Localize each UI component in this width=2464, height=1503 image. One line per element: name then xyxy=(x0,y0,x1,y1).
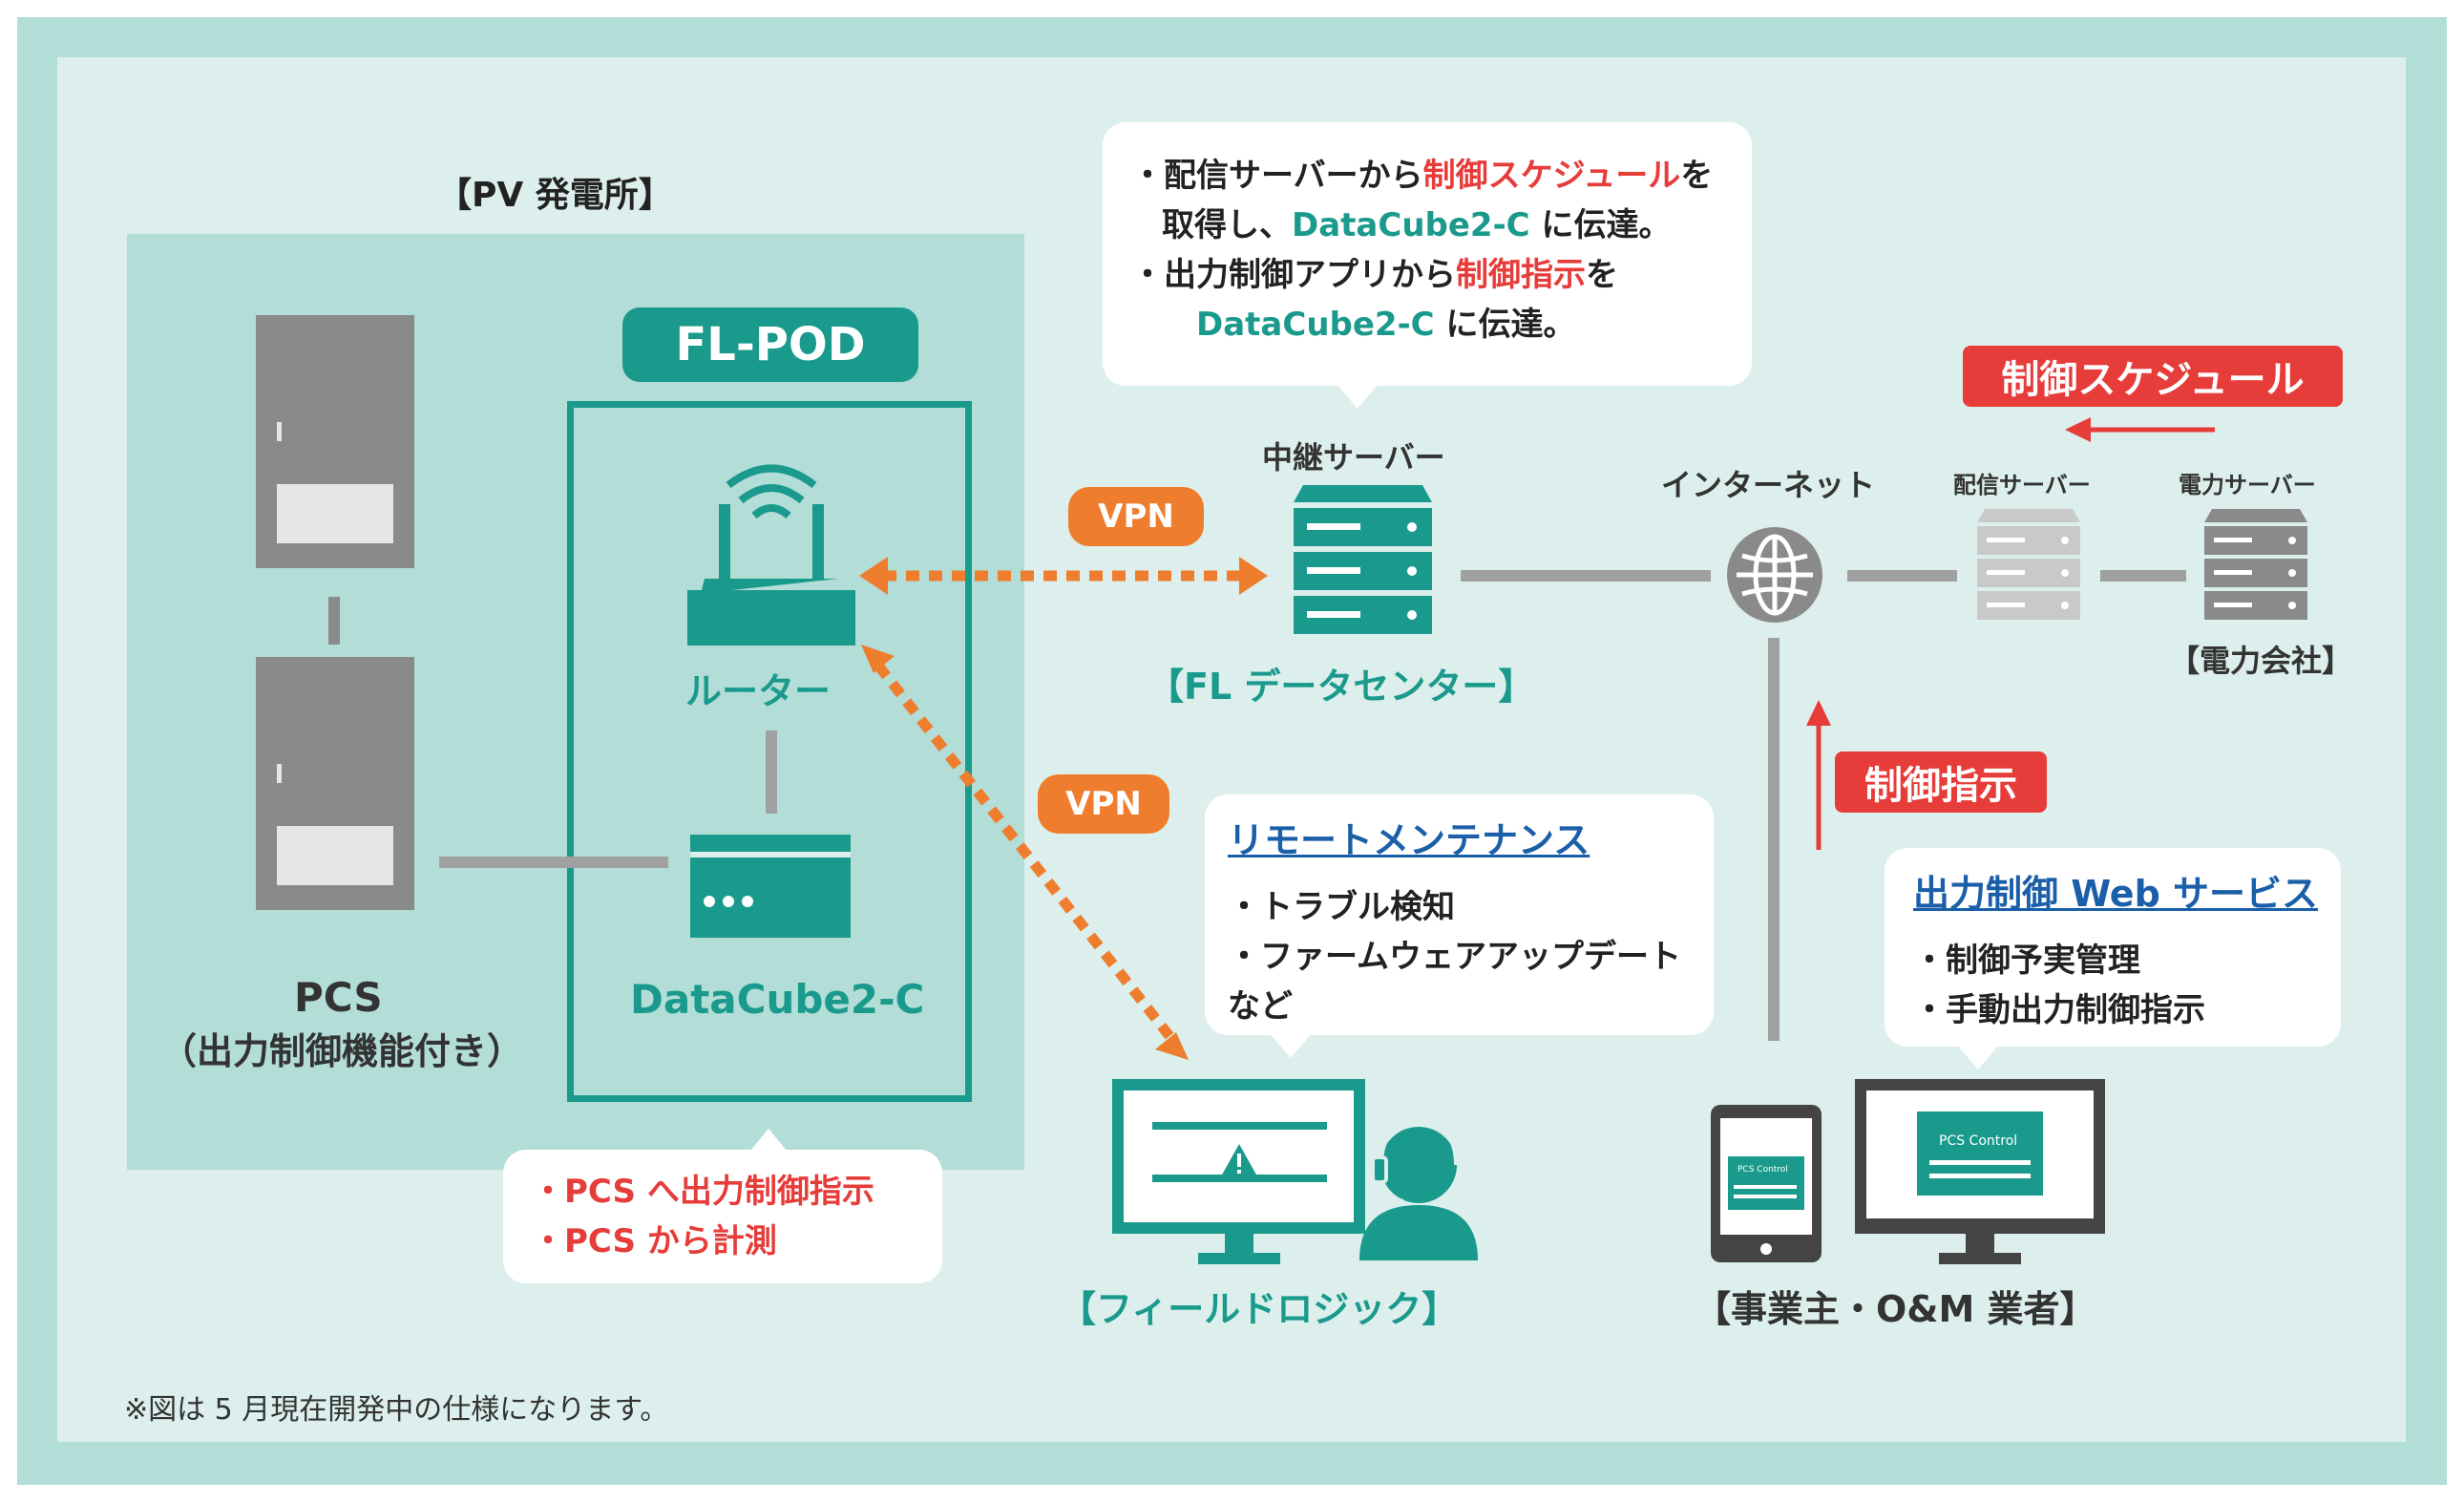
maintenance-item: など xyxy=(1228,987,1293,1026)
maintenance-bubble: リモートメンテナンス ・トラブル検知 ・ファームウェアアップデート など xyxy=(1205,794,1714,1035)
web-service-title: 出力制御 Web サービス xyxy=(1913,873,2318,915)
desktop-monitor-icon xyxy=(1855,1079,2105,1264)
router-label: ルーター xyxy=(685,670,832,712)
internet-label: インターネット xyxy=(1661,467,1876,503)
web-service-item: ・制御予実管理 xyxy=(1913,942,2140,980)
pcs-sublabel: （出力制御機能付き） xyxy=(160,1030,524,1072)
web-service-bubble: 出力制御 Web サービス ・制御予実管理 ・手動出力制御指示 xyxy=(1885,848,2341,1047)
datacube-icon xyxy=(690,835,851,938)
bubble-pointer xyxy=(749,1129,788,1152)
flpod-function-line: ・PCS へ出力制御指示 xyxy=(532,1173,874,1211)
maintenance-item: ・ファームウェアアップデート xyxy=(1228,938,1681,976)
desktop-screen-label: PCS Control xyxy=(1939,1133,2018,1149)
relay-info-line: ・配信サーバーから制御スケジュールを xyxy=(1131,157,1714,195)
delivery-server-label: 配信サーバー xyxy=(1953,472,2091,498)
datacube-label: DataCube2-C xyxy=(630,976,925,1023)
instruction-arrow-head xyxy=(1806,700,1831,726)
operators-label: 【事業主・O&M 業者】 xyxy=(1695,1288,2096,1330)
bubble-pointer xyxy=(1270,1033,1312,1058)
pcs-label: PCS xyxy=(294,974,383,1021)
maintenance-item: ・トラブル検知 xyxy=(1228,888,1455,926)
bubble-pointer xyxy=(1957,1045,1999,1069)
globe-icon xyxy=(1727,527,1822,623)
pcs-cabinet-icon xyxy=(256,657,414,910)
pv-plant-title: 【PV 発電所】 xyxy=(437,176,673,215)
vpn-badge-relay: VPN xyxy=(1068,487,1204,546)
support-operator-icon xyxy=(1359,1119,1478,1260)
vpn-arrow-down xyxy=(1155,1032,1189,1060)
flpod-function-line: ・PCS から計測 xyxy=(532,1222,777,1260)
relay-info-bubble: ・配信サーバーから制御スケジュールを 取得し、DataCube2-C に伝達。 … xyxy=(1103,122,1752,386)
relay-server-icon xyxy=(1294,485,1432,634)
schedule-badge: 制御スケジュール xyxy=(1963,346,2343,407)
delivery-server-icon xyxy=(1977,509,2080,620)
router-icon xyxy=(687,464,855,646)
vpn-badge-fieldlogic: VPN xyxy=(1038,774,1169,834)
datacenter-label: 【FL データセンター】 xyxy=(1148,666,1535,708)
pcs-cabinet-icon xyxy=(256,315,414,568)
flpod-box xyxy=(567,401,972,1102)
monitor-alert-icon xyxy=(1112,1079,1365,1264)
bubble-pointer xyxy=(1337,384,1379,409)
footnote: ※図は 5 月現在開発中の仕様になります。 xyxy=(124,1393,669,1427)
vpn-arrow-up xyxy=(861,645,895,673)
field-logic-label: 【フィールドロジック】 xyxy=(1060,1288,1459,1330)
instruction-badge: 制御指示 xyxy=(1835,752,2047,813)
schedule-arrow-head xyxy=(2065,417,2091,442)
power-company-label: 【電力会社】 xyxy=(2169,643,2353,679)
maintenance-title: リモートメンテナンス xyxy=(1228,819,1590,861)
vpn-arrow-left xyxy=(859,557,888,595)
vpn-arrow-right xyxy=(1239,557,1268,595)
relay-server-label: 中継サーバー xyxy=(1262,439,1445,476)
tablet-screen-label: PCS Control xyxy=(1737,1165,1788,1175)
vpn-fieldlogic-line xyxy=(874,662,1174,1040)
tablet-icon xyxy=(1711,1105,1822,1262)
power-server-icon xyxy=(2204,509,2307,620)
relay-info-line: ・出力制御アプリから制御指示を xyxy=(1131,256,1618,294)
relay-info-line: DataCube2-C に伝達。 xyxy=(1196,306,1576,344)
flpod-function-bubble: ・PCS へ出力制御指示 ・PCS から計測 xyxy=(503,1150,942,1283)
flpod-title: FL-POD xyxy=(622,307,918,382)
web-service-item: ・手動出力制御指示 xyxy=(1913,991,2205,1029)
power-server-label: 電力サーバー xyxy=(2179,472,2316,498)
relay-info-line: 取得し、DataCube2-C に伝達。 xyxy=(1162,206,1672,244)
